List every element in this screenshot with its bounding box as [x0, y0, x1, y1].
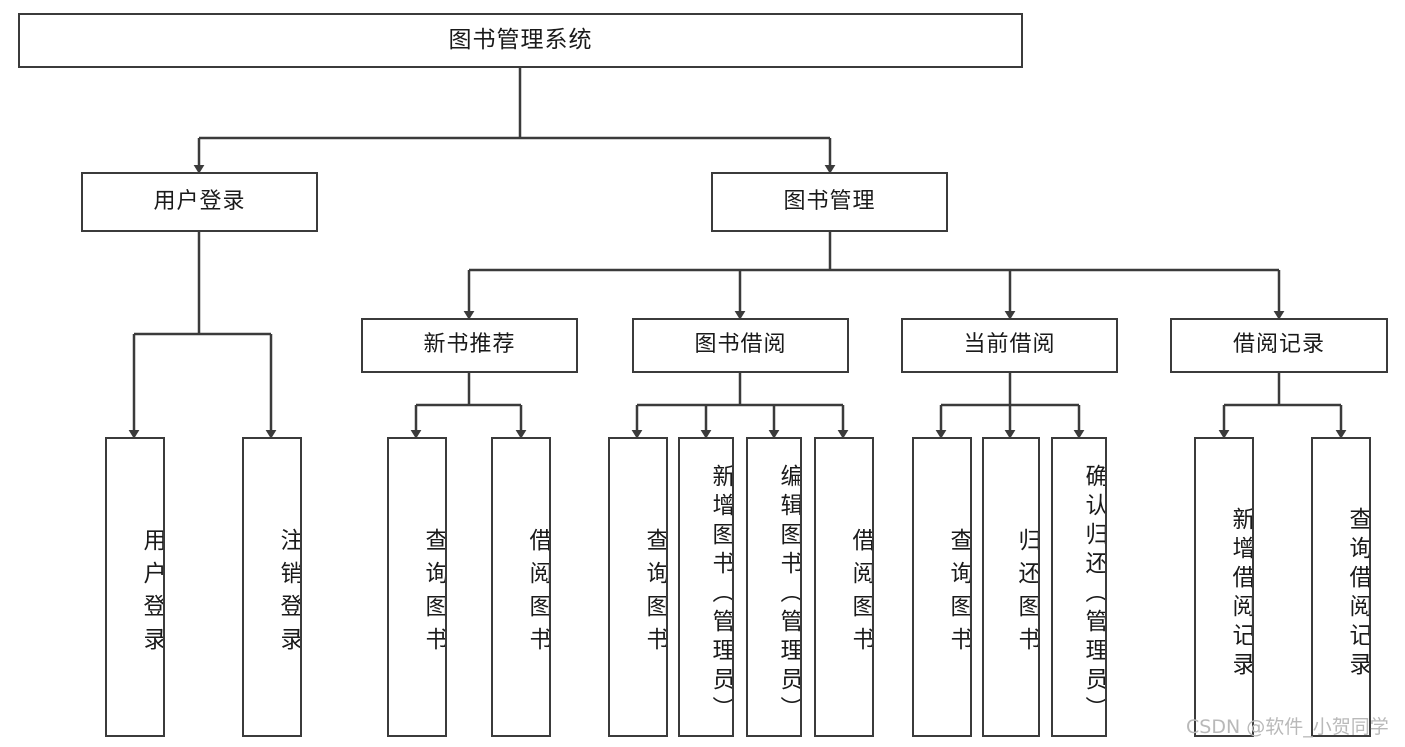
leaf-user-login-logout[interactable]: 注销登录: [242, 437, 302, 737]
node-current-borrow[interactable]: 当前借阅: [901, 318, 1118, 373]
leaf-label: 归还图书: [1014, 528, 1040, 660]
node-book-manage-label: 图书管理: [783, 188, 876, 214]
leaf-borrow-record-add[interactable]: 新增借阅记录: [1194, 437, 1254, 737]
leaf-book-borrow-borrow[interactable]: 借阅图书: [814, 437, 874, 737]
node-current-borrow-label: 当前借阅: [963, 332, 1056, 358]
leaf-current-borrow-confirm[interactable]: 确认归还（管理员）: [1051, 437, 1107, 737]
node-borrow-record-label: 借阅记录: [1232, 332, 1325, 358]
leaf-book-borrow-add[interactable]: 新增图书（管理员）: [678, 437, 734, 737]
leaf-label: 查询借阅记录: [1345, 507, 1371, 681]
leaf-current-borrow-query[interactable]: 查询图书: [912, 437, 972, 737]
leaf-borrow-record-query[interactable]: 查询借阅记录: [1311, 437, 1371, 737]
leaf-label: 借阅图书: [525, 528, 551, 660]
leaf-current-borrow-return[interactable]: 归还图书: [982, 437, 1040, 737]
node-borrow-record[interactable]: 借阅记录: [1170, 318, 1388, 373]
leaf-label: 新增图书（管理员）: [708, 463, 734, 725]
node-new-book[interactable]: 新书推荐: [361, 318, 578, 373]
node-new-book-label: 新书推荐: [423, 332, 516, 358]
leaf-book-borrow-query[interactable]: 查询图书: [608, 437, 668, 737]
leaf-label: 查询图书: [946, 528, 972, 660]
leaf-label: 新增借阅记录: [1228, 507, 1254, 681]
node-root-label: 图书管理系统: [448, 26, 593, 53]
leaf-label: 确认归还（管理员）: [1081, 463, 1107, 725]
leaf-new-book-borrow[interactable]: 借阅图书: [491, 437, 551, 737]
leaf-label: 编辑图书（管理员）: [776, 463, 802, 725]
leaf-label: 查询图书: [421, 528, 447, 660]
watermark: CSDN @软件_小贺同学: [1186, 716, 1389, 738]
leaf-label: 借阅图书: [848, 528, 874, 660]
leaf-user-login-login[interactable]: 用户登录: [105, 437, 165, 737]
node-root[interactable]: 图书管理系统: [18, 13, 1023, 68]
node-book-borrow[interactable]: 图书借阅: [632, 318, 849, 373]
leaf-new-book-query[interactable]: 查询图书: [387, 437, 447, 737]
leaf-label: 注销登录: [276, 528, 302, 660]
leaf-label: 查询图书: [642, 528, 668, 660]
node-book-manage[interactable]: 图书管理: [711, 172, 948, 232]
node-user-login[interactable]: 用户登录: [81, 172, 318, 232]
leaf-label: 用户登录: [139, 528, 165, 660]
leaf-book-borrow-edit[interactable]: 编辑图书（管理员）: [746, 437, 802, 737]
node-book-borrow-label: 图书借阅: [694, 332, 787, 358]
node-user-login-label: 用户登录: [153, 188, 246, 214]
